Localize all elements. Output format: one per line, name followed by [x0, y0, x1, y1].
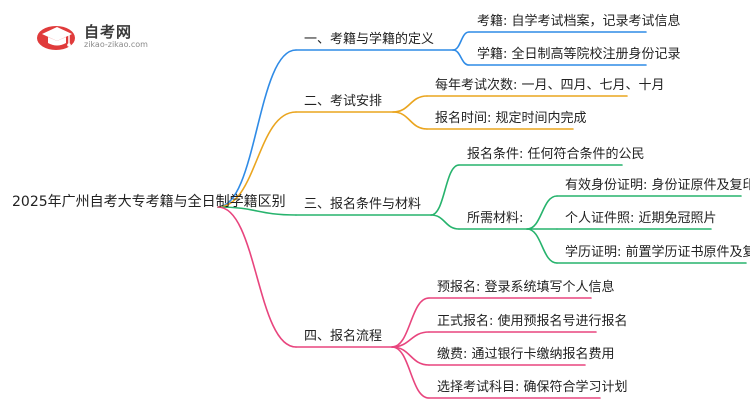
child-connector: [452, 31, 470, 51]
child-node: 报名时间: 规定时间内完成: [435, 111, 587, 126]
branch-node: 四、报名流程: [304, 329, 383, 344]
logo-name: 自考网: [84, 23, 133, 41]
branch-node: 二、考试安排: [304, 94, 383, 109]
child-node: 正式报名: 使用预报名号进行报名: [437, 314, 628, 329]
graduation-cap-icon: [37, 26, 75, 50]
branch-connector: [217, 111, 297, 208]
child-connector: [392, 95, 428, 113]
grandchild-node: 有效身份证明: 身份证原件及复印件: [565, 178, 750, 193]
grandchild-connector: [526, 228, 558, 264]
child-node: 预报名: 登录系统填写个人信息: [437, 280, 615, 295]
branch-connector: [217, 206, 297, 216]
child-node: 学籍: 全日制高等院校注册身份记录: [477, 47, 681, 62]
grandchild-connector: [526, 195, 558, 230]
child-connector: [430, 164, 460, 216]
child-connector: [452, 49, 470, 66]
child-node: 缴费: 通过银行卡缴纳报名费用: [437, 347, 615, 362]
root-node: 2025年广州自考大专考籍与全日制学籍区别: [12, 194, 286, 210]
branch-connector: [217, 49, 297, 208]
child-node: 选择考试科目: 确保符合学习计划: [437, 380, 628, 395]
child-connector: [430, 214, 460, 230]
grandchild-node: 个人证件照: 近期免冠照片: [565, 211, 717, 226]
child-node: 考籍: 自学考试档案，记录考试信息: [477, 14, 681, 29]
child-node: 每年考试次数: 一月、四月、七月、十月: [435, 78, 665, 93]
child-connector: [392, 111, 428, 130]
child-connector: [391, 346, 430, 399]
logo-url: zikao-zikao.com: [84, 40, 148, 49]
branch-connector: [217, 206, 297, 348]
branch-node: 一、考籍与学籍的定义: [304, 32, 435, 47]
branch-node: 三、报名条件与材料: [304, 197, 422, 212]
grandchild-node: 学历证明: 前置学历证书原件及复印件: [565, 245, 750, 260]
child-connector: [391, 297, 430, 348]
child-node: 所需材料:: [467, 211, 524, 226]
site-logo: 自考网 zikao-zikao.com: [36, 20, 166, 52]
child-node: 报名条件: 任何符合条件的公民: [467, 147, 645, 162]
